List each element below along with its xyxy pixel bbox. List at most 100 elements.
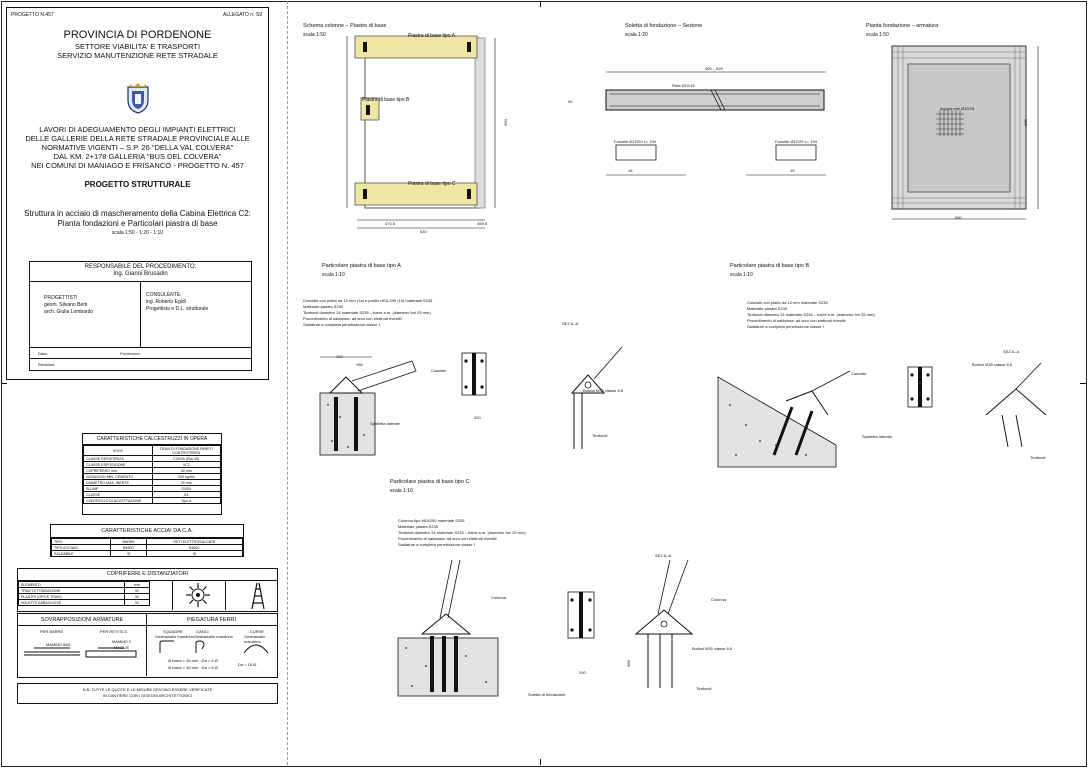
bending-col-curve: CURVE xyxy=(250,629,264,634)
section-bars-left: Forcelle Ø12/20 L= 194 xyxy=(614,139,656,144)
coat-of-arms-icon xyxy=(127,83,149,114)
detail-a-note-3: Tirafondi diametro 24 materiale S235 – b… xyxy=(303,310,431,315)
drawing-scales: scala 1:50 - 1:20 - 1:10 xyxy=(111,230,164,236)
drawing-title-2: Pianta fondazioni e Particolari piastra … xyxy=(57,219,218,228)
detail-a-scale: scala 1:10 xyxy=(322,272,345,278)
detail-b-scale: scala 1:10 xyxy=(730,272,753,278)
detail-a-section: SEZ A–A xyxy=(562,321,579,326)
overlap-bars-label: MAMMO 50Ø xyxy=(46,642,71,647)
bending-note-3: Da = 10 Ø xyxy=(238,662,257,667)
detail-a-cosciale: Cosciale xyxy=(431,368,447,373)
section-bars-right: Forcelle Ø12/20 L= 194 xyxy=(775,139,817,144)
footnote-line-1: N.B. TUTTE LE QUOTE E LE MISURE DEVONO E… xyxy=(82,687,213,692)
plan-dim-side: 590 xyxy=(502,119,508,126)
work-line-4: DAL KM. 2+178 GALLERIA "BUS DEL COLVERA" xyxy=(53,152,222,161)
work-line-5: NEI COMUNI DI MANIAGO E FRISANCO - PROGE… xyxy=(31,161,244,170)
column-scheme-plan xyxy=(346,35,496,229)
bending-sub-1: Gestrawallo mandrino xyxy=(155,634,194,639)
responsible-label: RESPONSABILE DEL PROCEDIMENTO: xyxy=(84,264,197,270)
detail-b-tirafondi: Tirafondi xyxy=(1030,455,1046,460)
bending-sub-3: Gestrawallo mandrino xyxy=(244,634,266,644)
detail-c-colonna: Colonna xyxy=(491,595,506,600)
detail-c-note-5: Saldature a completa penetrazione classe… xyxy=(398,542,475,547)
fold-mark xyxy=(540,1,541,7)
detail-c-note-2: Materiale piastra S235 xyxy=(398,524,439,529)
detail-c-section: SEZ A–A xyxy=(655,553,672,558)
foundation-plan xyxy=(891,45,1039,220)
project-code: PROGETTO N.457 xyxy=(11,12,54,18)
bending-sketch xyxy=(159,640,269,654)
detail-b-drawing xyxy=(717,362,1047,468)
detail-b-cosciale: Cosciale xyxy=(851,371,867,376)
plate-a-label: Piastra di base tipo A xyxy=(408,33,455,39)
revision-label: Revisioni: xyxy=(38,362,56,367)
overlap-sketch xyxy=(24,647,137,658)
consultant-role: Progettista e D.L. strutturale xyxy=(146,306,209,312)
steel-table-grid: TIPO BARRE RETI ELETTROSALDATE TIPO ACCI… xyxy=(50,538,244,557)
foundation-height: 620 xyxy=(1022,119,1028,126)
foundation-title: Pianta fondazione – armatura xyxy=(866,23,939,29)
work-line-3: NORMATIVE VIGENTI – S.P. 26 "DELLA VAL C… xyxy=(41,143,234,152)
detail-c-tirafondi: Tirafondi xyxy=(696,686,712,691)
detail-c-title: Particolare piastra di base tipo C xyxy=(390,479,470,485)
detail-c-drawing xyxy=(397,559,694,697)
overlap-title: SOVRAPPOSIZIONI ARMATURE xyxy=(40,617,124,623)
detail-a-note-5: Saldature a completa penetrazione classe… xyxy=(303,322,380,327)
steel-table-title: CARATTERISTICHE ACCIAI DA C.A. xyxy=(51,525,243,538)
overlap-col-bars: PER BARRE xyxy=(40,629,64,634)
detail-a-dim-1: 120 xyxy=(336,354,343,359)
attachment-code: ALLEGATO n. S9 xyxy=(222,12,262,18)
overlap-mesh-label-2: MAMMO 2 xyxy=(112,639,132,644)
detail-b-spalletta: Spalletta laterale xyxy=(862,434,892,439)
detail-a-bulloni: Bulloni M30 classe 8.8 xyxy=(583,388,624,393)
detail-a-spalletta: Spalletta laterale xyxy=(370,421,400,426)
concrete-col-value: TRAVI DI FONDAZIONE PARETI CONTROTERRA xyxy=(151,445,221,456)
detail-c-note-1: Colonna tipo HEA200 materiale S235 xyxy=(398,518,465,523)
plan-dim-2: 469.5 xyxy=(477,221,488,226)
detail-c-bulloni: Bulloni M30 classe 8.8 xyxy=(692,646,733,651)
plan-dim-total: 630 xyxy=(420,229,427,234)
fold-mark xyxy=(540,759,541,765)
detail-a-dim-2: 150 xyxy=(356,362,363,367)
work-line-1: LAVORI DI ADEGUAMENTO DEGLI IMPIANTI ELE… xyxy=(39,125,236,134)
plan-scale: scala 1:50 xyxy=(303,32,326,38)
detail-b-note-5: Saldature a completa penetrazione classe… xyxy=(747,324,824,329)
date-label: Data: xyxy=(38,351,48,356)
designer-2: arch. Giulia Lombardo xyxy=(44,309,94,315)
bending-col-ganci: GANCI xyxy=(196,629,209,634)
footnote-box: N.B. TUTTE LE QUOTE E LE MISURE DEVONO E… xyxy=(17,683,278,704)
bar-details-table: SOVRAPPOSIZIONI ARMATURE PIEGATURA FERRI… xyxy=(17,613,278,678)
detail-c-colonna-2: Colonna xyxy=(711,597,726,602)
section-title: Soletta di fondazione – Sezione xyxy=(625,23,703,29)
detail-a-tirafondi: Tirafondi xyxy=(592,433,608,438)
section-dim-small-2: 15 xyxy=(790,168,795,173)
foundation-mesh-label: doppia rete Ø10/15 xyxy=(940,106,975,111)
plan-title: Schema colonne – Piastre di base xyxy=(303,23,387,29)
foundation-width: 690 xyxy=(955,215,962,220)
detail-a-dim-3: 200 xyxy=(474,415,481,420)
concrete-table: CARATTERISTICHE CALCESTRUZZI IN OPERA VO… xyxy=(82,433,222,515)
spacer-chair-icon xyxy=(251,582,265,610)
bending-note-2: Ø barra > 16 mm : Da = 6 Ø xyxy=(168,665,218,670)
bending-col-squadre: SQUADRE xyxy=(163,629,183,634)
work-line-2: DELLE GALLERIE DELLA RETE STRADALE PROVI… xyxy=(25,134,250,143)
responsible-name: Ing. Gianni Brusadin xyxy=(113,271,168,277)
detail-c-scale: scala 1:10 xyxy=(390,488,413,494)
section-dim: 490 – 620 xyxy=(705,66,723,71)
spacer-wheel-icon xyxy=(186,583,210,607)
steel-table: CARATTERISTICHE ACCIAI DA C.A. TIPO BARR… xyxy=(50,524,244,557)
sheet-divider xyxy=(287,1,288,765)
bending-note-1: Ø barra < 16 mm : Da = 4 Ø xyxy=(168,658,218,663)
consultant-label: CONSULENTE: xyxy=(146,292,182,298)
detail-b-bulloni: Bulloni M30 classe 8.8 xyxy=(972,362,1013,367)
plan-dim-1: 470.5 xyxy=(385,221,396,226)
designer-1: geom. Silvano Berti xyxy=(44,302,88,308)
plate-c-label: Piastra di base tipo C xyxy=(408,181,456,187)
detail-c-soletta: Soletta di fondazione xyxy=(528,692,566,697)
detail-b-note-2: Materiale piastra S235 xyxy=(747,306,788,311)
concrete-table-title: CARATTERISTICHE CALCESTRUZZI IN OPERA xyxy=(83,434,221,445)
foundation-section xyxy=(605,71,826,176)
